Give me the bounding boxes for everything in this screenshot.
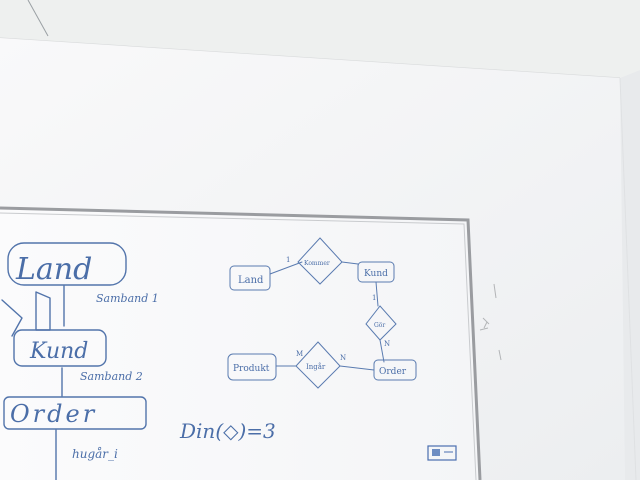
- label-samband-2: Samband 2: [80, 370, 143, 383]
- arrow-scribble: [1, 291, 51, 337]
- whiteboard-frame-inner: [0, 212, 477, 480]
- relationship-gor-text: Gör: [374, 322, 385, 329]
- wall-corner: [619, 77, 637, 480]
- whiteboard: [0, 208, 480, 480]
- label-ingar-i: hugår_i: [72, 446, 118, 461]
- entity-produkt: [227, 353, 277, 381]
- edge-gor-order: [379, 339, 385, 363]
- entity-kund-text: Kund: [364, 269, 388, 279]
- card-bottom-left: M: [296, 350, 303, 358]
- card-bottom-right: N: [340, 354, 346, 362]
- entity-land-text: Land: [238, 275, 264, 286]
- er-diagram: Land 1 Kommer Kund 1 Gör N Order N Ingår…: [227, 237, 417, 389]
- box-land: [7, 242, 127, 286]
- left-diagram: Land Samband 1 Kund Samband 2 Order hugå…: [1, 242, 159, 480]
- box-order: [3, 396, 147, 430]
- box-kund: [13, 329, 107, 367]
- edge-ingar-order: [339, 365, 375, 371]
- box-kund-text: Kund: [29, 339, 88, 364]
- box-land-text: Land: [15, 252, 92, 287]
- wall-smudges: [479, 283, 502, 361]
- ceiling-seam: [27, 0, 49, 37]
- relationship-ingar-text: Ingår: [306, 362, 326, 371]
- relationship-kommer: [297, 237, 343, 285]
- entity-order-text: Order: [379, 367, 407, 377]
- entity-land: [229, 265, 271, 291]
- edge-kund-gor: [375, 281, 379, 307]
- ceiling: [0, 0, 640, 78]
- relationship-ingar: [295, 341, 341, 389]
- entity-produkt-text: Produkt: [233, 364, 270, 374]
- relationship-kommer-text: Kommer: [304, 260, 330, 267]
- board-magnet-icon: [427, 445, 457, 461]
- card-top: 1: [286, 256, 290, 264]
- edge-kommer-kund: [341, 261, 359, 265]
- card-right-top: 1: [372, 294, 376, 302]
- box-order-text: Order: [10, 400, 97, 428]
- card-right-bottom: N: [384, 340, 390, 348]
- label-samband-1: Samband 1: [96, 292, 159, 305]
- formula: Din(◇)=3: [179, 419, 276, 443]
- whiteboard-frame: [0, 206, 482, 480]
- edge-land-kommer: [269, 261, 303, 275]
- side-wall: [620, 70, 640, 480]
